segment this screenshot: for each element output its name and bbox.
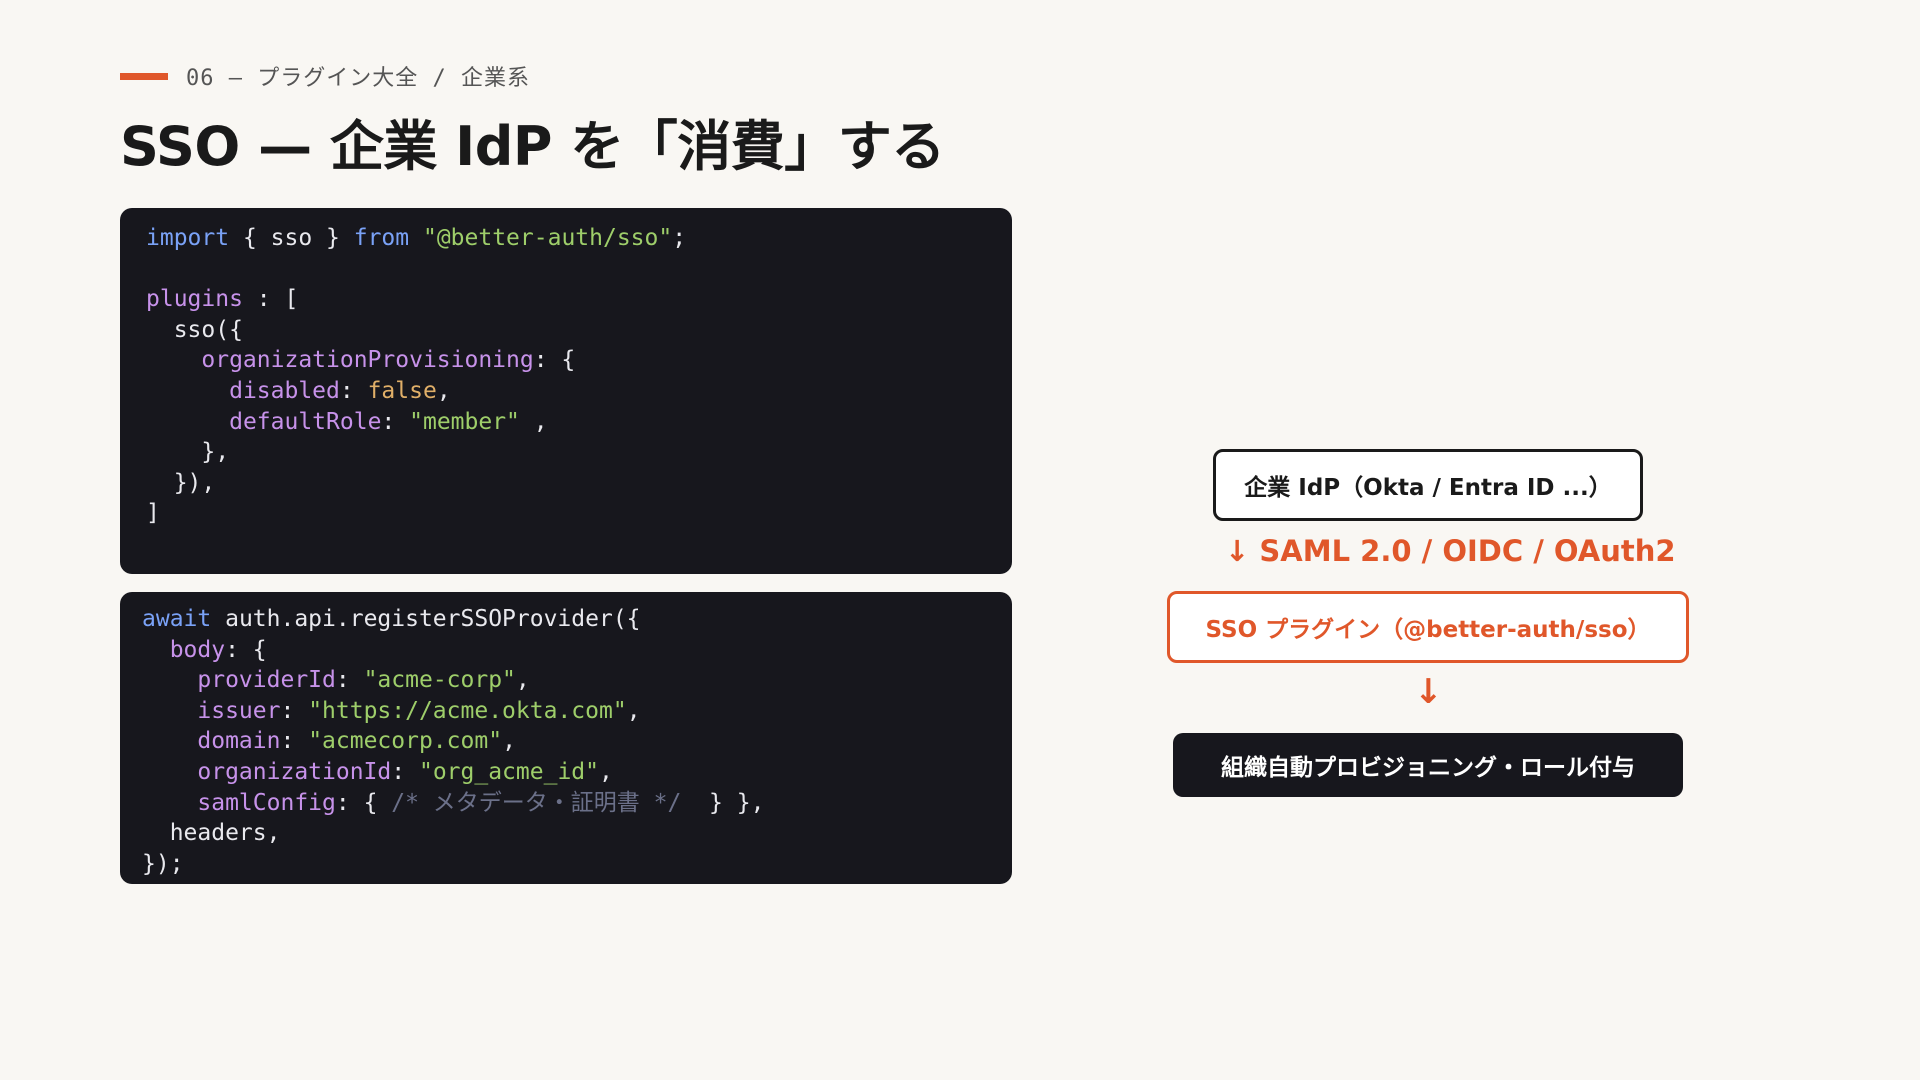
sso-plugin-box: SSO プラグイン（@better-auth/sso）: [1167, 591, 1689, 663]
down-arrow-icon: ↓: [1225, 534, 1250, 568]
provisioning-result-box: 組織自動プロビジョニング・ロール付与: [1173, 733, 1683, 797]
sso-plugin-label: SSO プラグイン（@better-auth/sso）: [1205, 617, 1651, 643]
code-line: import { sso } from "@better-auth/sso";: [146, 225, 687, 251]
code-line: organizationId: "org_acme_id",: [197, 758, 613, 785]
idp-label: 企業 IdP（Okta / Entra ID ...）: [1244, 475, 1612, 501]
code-panel-plugin-config: import { sso } from "@better-auth/sso"; …: [120, 208, 1012, 574]
code-panel-register-provider: await auth.api.registerSSOProvider({ bod…: [120, 592, 1012, 884]
code-line: headers,: [142, 820, 281, 847]
code-line: organizationProvisioning: {: [201, 347, 576, 374]
code-line: issuer: "https://acme.okta.com",: [197, 697, 641, 724]
code-line: plugins : [: [146, 286, 299, 313]
code-line: }),: [146, 469, 216, 496]
code-line: body: {: [169, 636, 267, 663]
code-line: defaultRole: "member" ,: [229, 408, 548, 435]
accent-bar: [120, 72, 168, 80]
code-line: ]: [146, 500, 160, 527]
code-line: disabled: false,: [229, 377, 451, 404]
protocol-label: ↓ SAML 2.0 / OIDC / OAuth2: [1225, 534, 1676, 568]
code-line: sso({: [146, 316, 243, 343]
code-line: providerId: "acme-corp",: [197, 667, 530, 694]
section-eyebrow: 06 — プラグイン大全 / 企業系: [120, 60, 530, 92]
slide-title: SSO — 企業 IdP を「消費」する: [120, 115, 945, 178]
code-line: await auth.api.registerSSOProvider({: [142, 606, 641, 632]
code-line: },: [146, 439, 230, 466]
provisioning-label: 組織自動プロビジョニング・ロール付与: [1221, 755, 1635, 781]
section-label: 06 — プラグイン大全 / 企業系: [186, 66, 530, 91]
code-line: samlConfig: { /* メタデータ・証明書 */ } },: [197, 789, 765, 816]
protocol-text: SAML 2.0 / OIDC / OAuth2: [1259, 534, 1676, 568]
down-arrow-icon: ↓: [1414, 672, 1443, 712]
idp-box: 企業 IdP（Okta / Entra ID ...）: [1213, 449, 1643, 521]
code-line: });: [142, 850, 184, 877]
code-line: domain: "acmecorp.com",: [197, 728, 516, 755]
